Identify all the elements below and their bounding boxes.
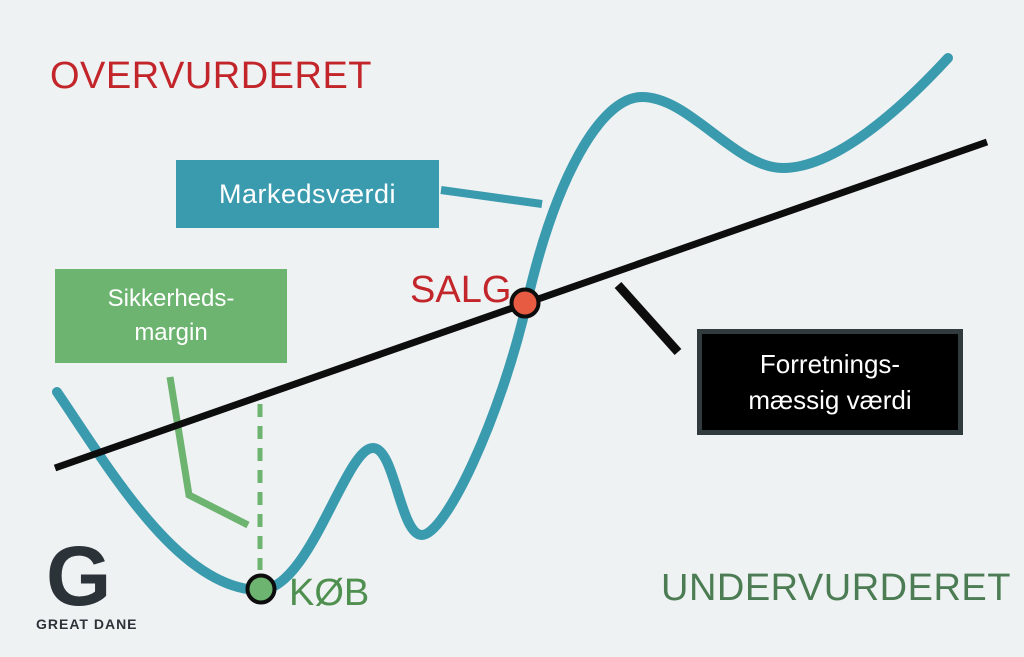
market-value-box: Markedsværdi bbox=[176, 160, 439, 228]
safety-margin-box-line2: margin bbox=[134, 319, 208, 346]
market-value-box-label: Markedsværdi bbox=[218, 178, 397, 209]
safety-margin-connector-line bbox=[166, 376, 250, 529]
great-dane-logo-monogram: G bbox=[46, 529, 112, 623]
great-dane-logo-wordmark: GREAT DANE bbox=[36, 616, 138, 632]
business-value-connector-line bbox=[614, 281, 682, 356]
business-value-box-line2: mæssig værdi bbox=[748, 385, 912, 415]
business-value-box: Forretnings- mæssig værdi bbox=[697, 329, 963, 435]
market-value-connector-line bbox=[440, 186, 543, 208]
safety-margin-box: Sikkerheds- margin bbox=[55, 269, 287, 363]
sell-label: SALG bbox=[410, 269, 512, 311]
buy-point-marker bbox=[245, 573, 277, 605]
undervalued-label: UNDERVURDERET bbox=[661, 567, 1011, 609]
safety-margin-box-line1: Sikkerheds- bbox=[107, 285, 235, 312]
sell-point-marker bbox=[509, 287, 541, 319]
buy-label: KØB bbox=[289, 572, 370, 614]
overvalued-label: OVERVURDERET bbox=[50, 55, 373, 97]
business-value-box-line1: Forretnings- bbox=[759, 349, 901, 379]
